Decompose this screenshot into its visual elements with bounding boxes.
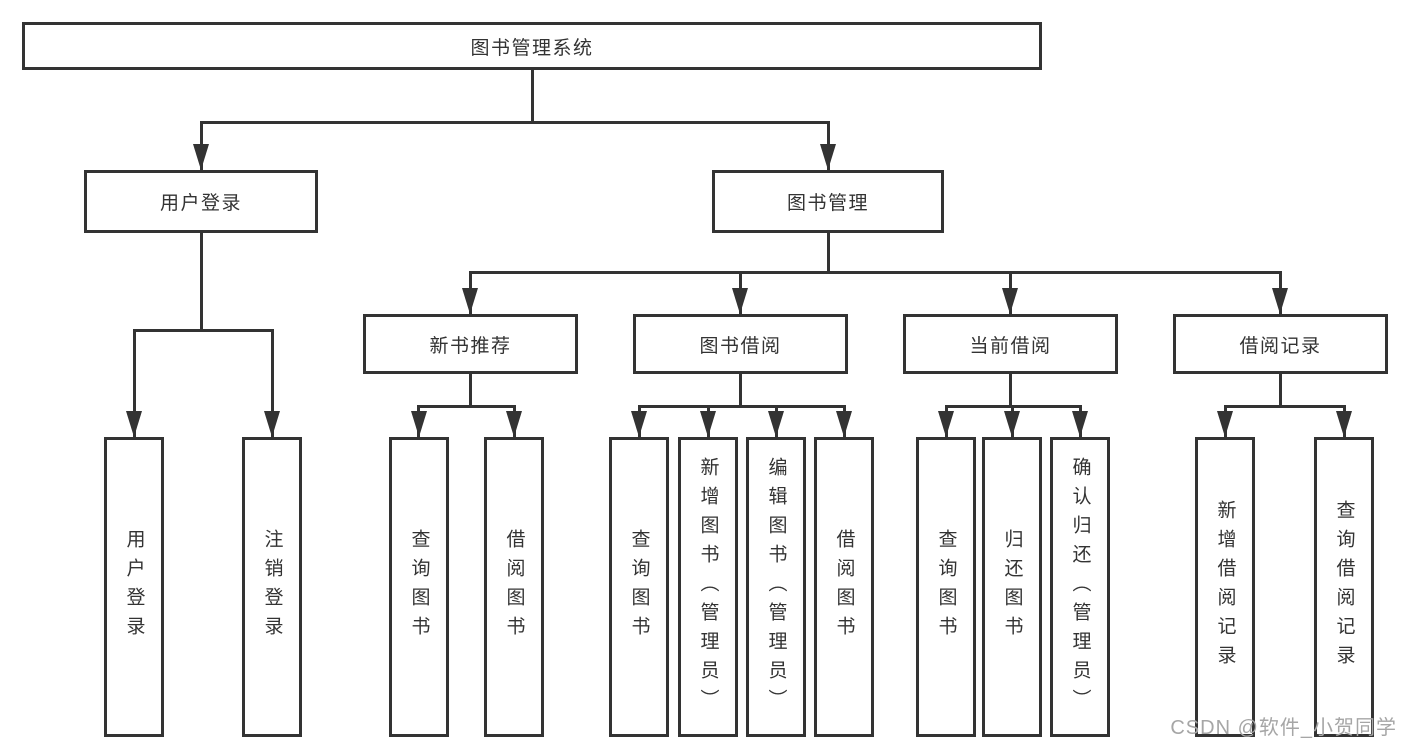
arrow-down-icon [462,288,478,314]
arrow-down-icon [1217,411,1233,437]
arrow-down-icon [1072,411,1088,437]
arrow-down-icon [1336,411,1352,437]
leaf-edit-book-admin-label: 编辑图书（管理员） [765,456,787,718]
node-user-login: 用户登录 [84,170,318,233]
leaf-query-books-2-label: 查询图书 [628,529,650,645]
leaf-borrow-books-2-label: 借阅图书 [833,529,855,645]
leaf-query-books-1-label: 查询图书 [408,529,430,645]
leaf-return-books: 归还图书 [982,437,1042,737]
leaf-add-book-admin: 新增图书（管理员） [678,437,738,737]
connector-line [199,121,830,124]
leaf-confirm-return-admin-label: 确认归还（管理员） [1069,456,1091,718]
connector-line [530,70,534,122]
node-current-borrowing-label: 当前借阅 [969,335,1052,357]
leaf-query-borrow-record: 查询借阅记录 [1314,437,1374,737]
leaf-query-books-1: 查询图书 [389,437,449,737]
arrow-down-icon [264,411,280,437]
leaf-add-borrow-record: 新增借阅记录 [1195,437,1255,737]
leaf-user-login-label: 用户登录 [123,529,145,645]
leaf-confirm-return-admin: 确认归还（管理员） [1050,437,1110,737]
connector-line [468,374,472,407]
arrow-down-icon [506,411,522,437]
arrow-down-icon [1272,288,1288,314]
connector-line [132,329,136,437]
node-current-borrowing: 当前借阅 [903,314,1118,374]
arrow-down-icon [700,411,716,437]
node-new-book-recommend: 新书推荐 [363,314,578,374]
arrow-down-icon [410,411,427,437]
node-library-system: 图书管理系统 [22,22,1042,70]
leaf-query-books-2: 查询图书 [609,437,669,737]
node-book-borrowing-label: 图书借阅 [699,335,782,357]
arrow-down-icon [126,411,142,437]
arrow-down-icon [631,411,647,437]
node-library-system-label: 图书管理系统 [470,37,594,59]
node-book-management: 图书管理 [712,170,944,233]
arrow-down-icon [938,411,954,437]
node-book-borrowing: 图书借阅 [633,314,848,374]
node-new-book-recommend-label: 新书推荐 [429,335,512,357]
connector-line [738,374,742,407]
connector-line [826,233,830,274]
leaf-query-books-3: 查询图书 [916,437,976,737]
leaf-logout: 注销登录 [242,437,302,737]
arrow-down-icon [1002,288,1018,314]
leaf-edit-book-admin: 编辑图书（管理员） [746,437,806,737]
arrow-down-icon [820,144,836,170]
leaf-query-books-3-label: 查询图书 [935,529,957,645]
connector-line [132,329,274,332]
leaf-user-login: 用户登录 [104,437,164,737]
leaf-return-books-label: 归还图书 [1001,529,1023,645]
leaf-borrow-books-2: 借阅图书 [814,437,874,737]
node-borrowing-records: 借阅记录 [1173,314,1388,374]
arrow-down-icon [1004,411,1020,437]
connector-line [270,329,274,437]
leaf-borrow-books-1: 借阅图书 [484,437,544,737]
connector-line [199,233,203,331]
node-book-management-label: 图书管理 [786,193,869,214]
leaf-borrow-books-1-label: 借阅图书 [503,529,525,645]
leaf-query-borrow-record-label: 查询借阅记录 [1333,500,1355,674]
node-borrowing-records-label: 借阅记录 [1239,335,1322,357]
node-user-login-label: 用户登录 [159,193,242,214]
leaf-add-book-admin-label: 新增图书（管理员） [697,456,719,718]
connector-line [1008,374,1012,407]
connector-line [1223,405,1345,408]
connector-line [1278,374,1282,407]
connector-line [417,405,516,408]
watermark-text: CSDN @软件_小贺同学 [1170,717,1397,739]
connector-line [468,271,1282,274]
arrow-down-icon [836,411,852,437]
connector-line [637,405,846,408]
arrow-down-icon [193,144,209,170]
arrow-down-icon [768,411,784,437]
leaf-logout-label: 注销登录 [261,529,283,645]
leaf-add-borrow-record-label: 新增借阅记录 [1214,500,1236,674]
arrow-down-icon [732,288,748,314]
